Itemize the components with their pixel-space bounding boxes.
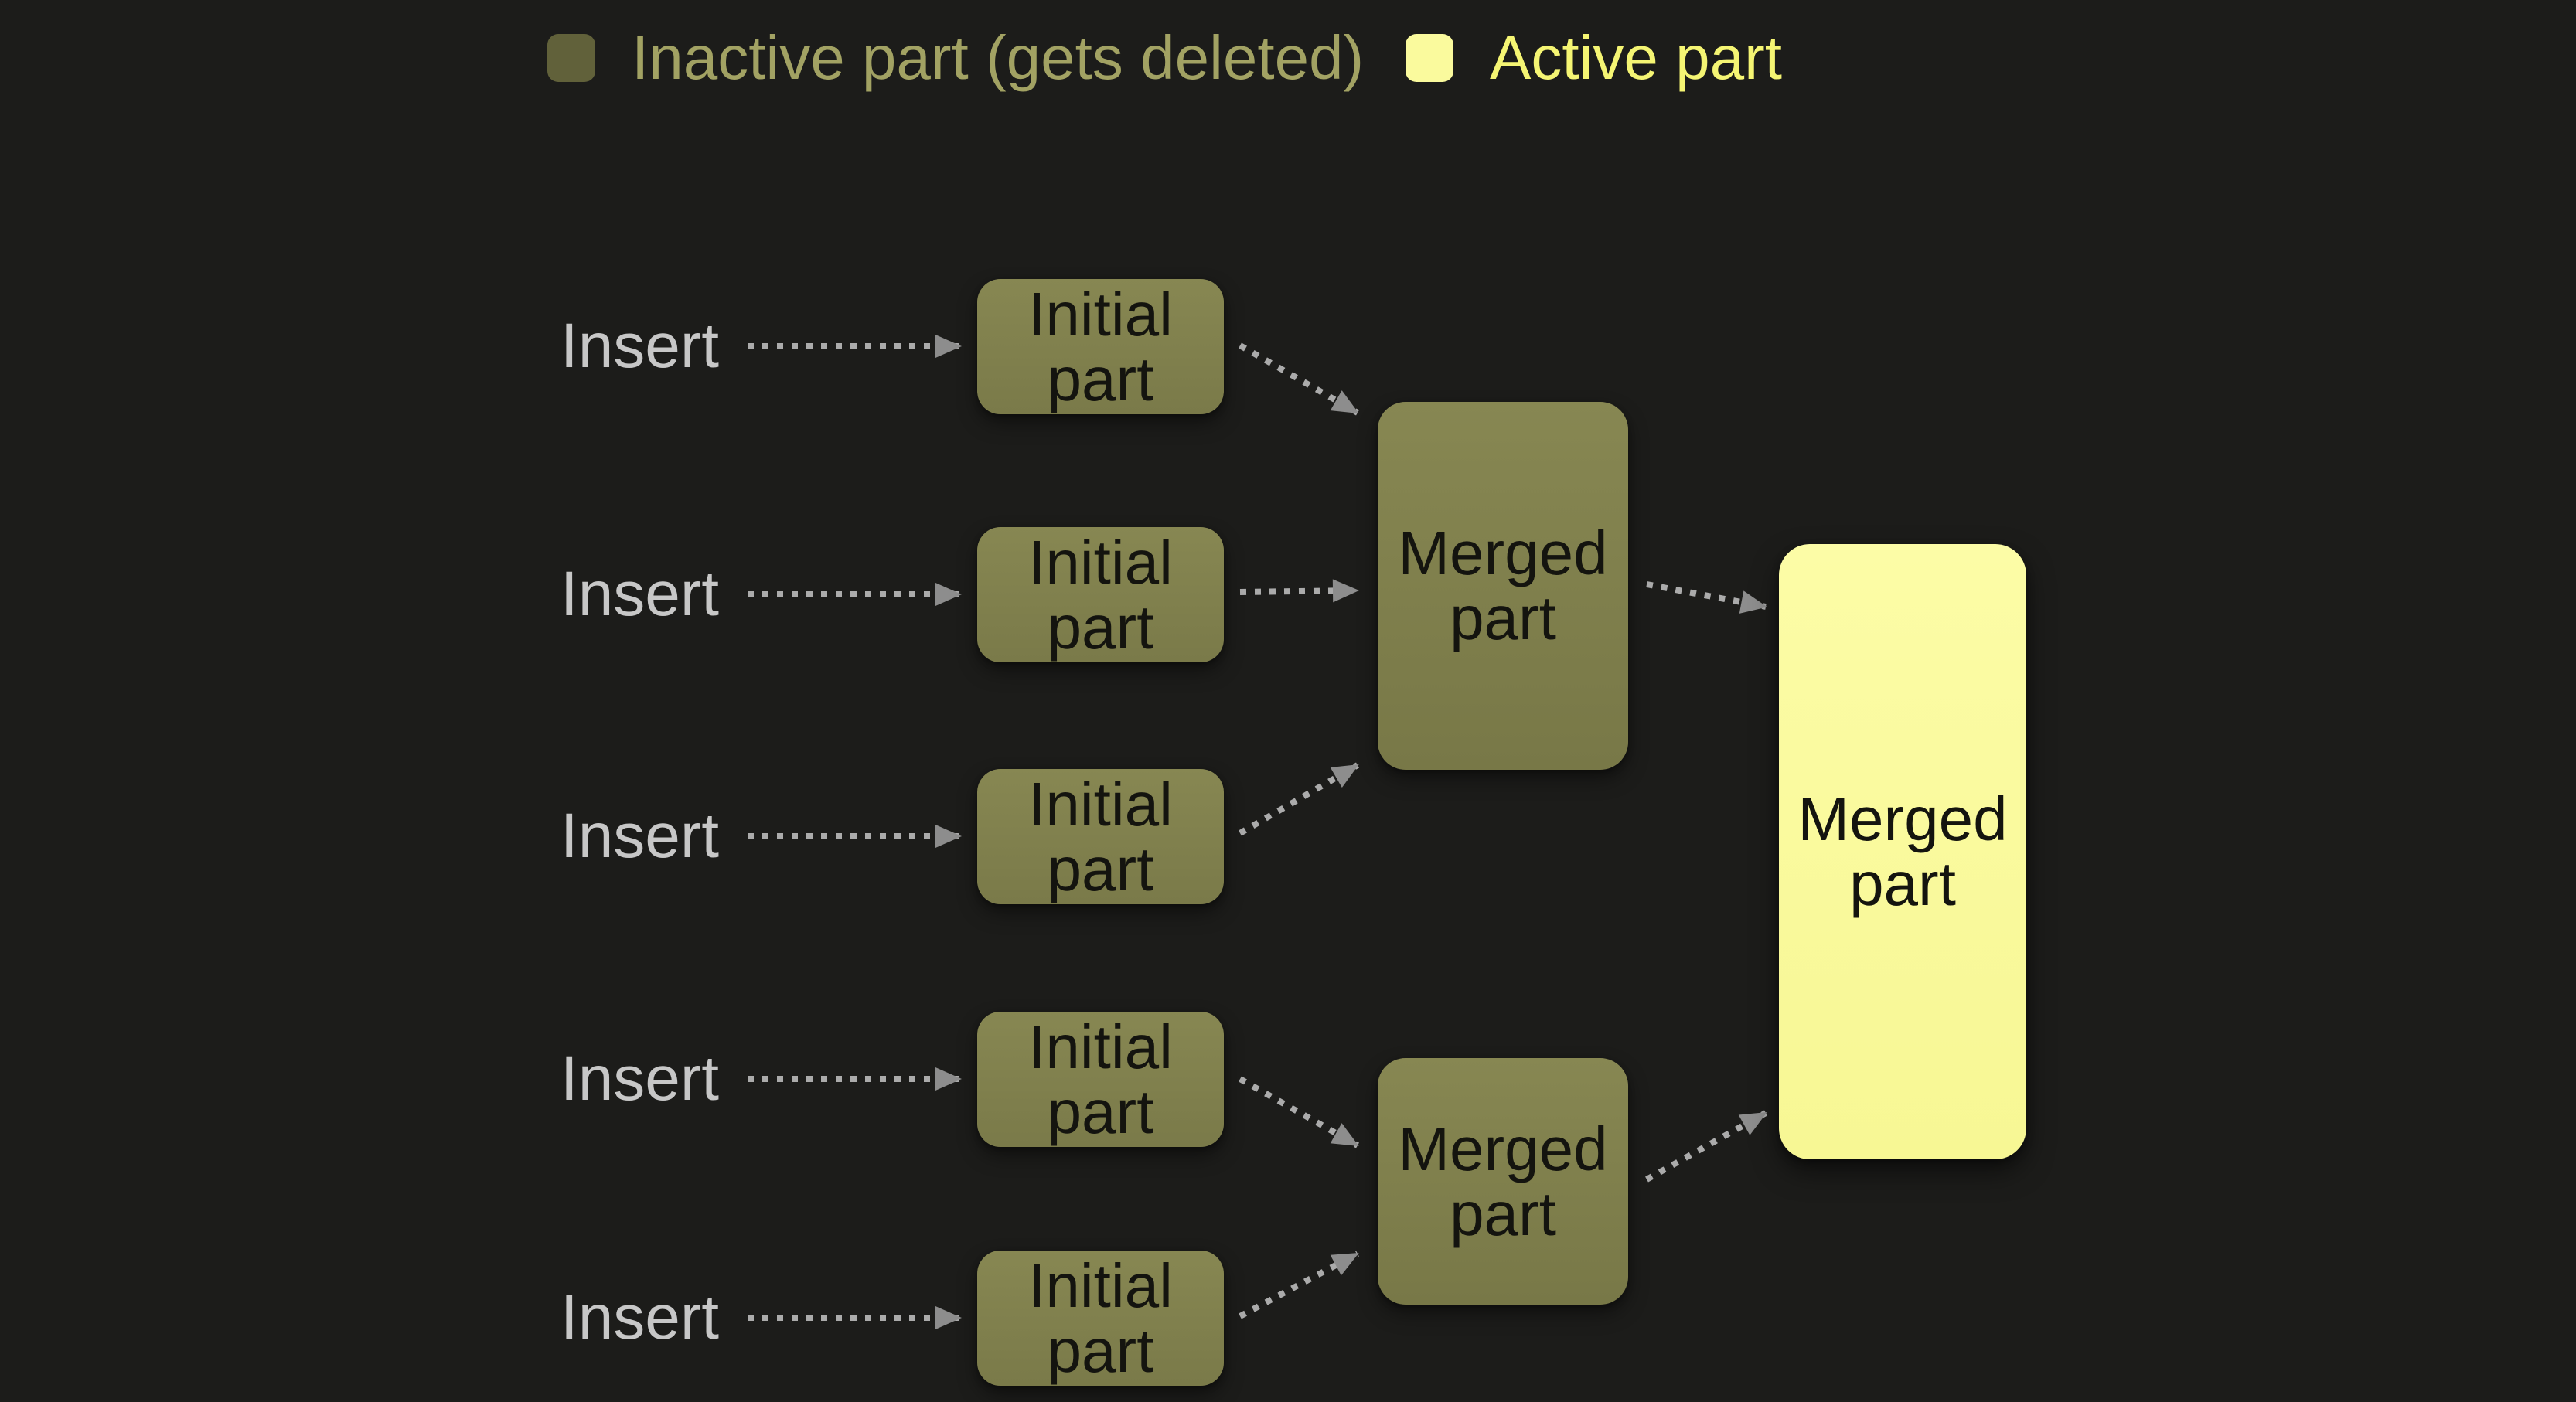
merged-part-label: Merged part [1398, 1114, 1608, 1248]
insert-label-3: Insert [560, 801, 719, 871]
active-merged-part-label: Merged part [1797, 784, 2008, 918]
legend-label-active: Active part [1490, 23, 1782, 92]
arrow-merged2-to-final [1645, 1110, 1767, 1183]
initial-part-label: Initial part [1028, 1251, 1173, 1385]
merged-part-label: Merged part [1398, 519, 1608, 652]
initial-part-label: Initial part [1028, 527, 1173, 662]
active-merged-part-box: Merged part [1779, 544, 2026, 1159]
insert-label-2: Insert [560, 559, 719, 629]
legend-item-inactive: Inactive part (gets deleted) [547, 27, 1364, 89]
initial-part-box-4: Initial part [977, 1012, 1224, 1147]
initial-part-label: Initial part [1028, 279, 1173, 413]
arrow-merged1-to-final [1646, 581, 1767, 614]
insert-label-1: Insert [560, 311, 719, 381]
inactive-part-swatch-icon [547, 34, 595, 82]
arrow-initial2-to-merged1 [1239, 579, 1359, 603]
initial-part-box-3: Initial part [977, 769, 1224, 904]
initial-part-label: Initial part [1028, 769, 1173, 903]
initial-part-box-2: Initial part [977, 527, 1224, 662]
arrow-initial4-to-merged2 [1239, 1076, 1359, 1148]
merged-part-box-2: Merged part [1378, 1058, 1628, 1305]
legend-label-inactive: Inactive part (gets deleted) [632, 23, 1365, 92]
arrow-initial1-to-merged1 [1239, 342, 1359, 416]
initial-part-label: Initial part [1028, 1012, 1173, 1146]
initial-part-box-5: Initial part [977, 1251, 1224, 1386]
insert-label-5: Insert [560, 1282, 719, 1353]
arrow-initial3-to-merged1 [1238, 762, 1360, 836]
insert-label-4: Insert [560, 1043, 719, 1114]
active-part-swatch-icon [1406, 34, 1453, 82]
legend-item-active: Active part [1406, 27, 1782, 89]
merged-part-box-1: Merged part [1378, 402, 1628, 770]
arrow-initial5-to-merged2 [1239, 1251, 1359, 1319]
initial-part-box-1: Initial part [977, 279, 1224, 414]
